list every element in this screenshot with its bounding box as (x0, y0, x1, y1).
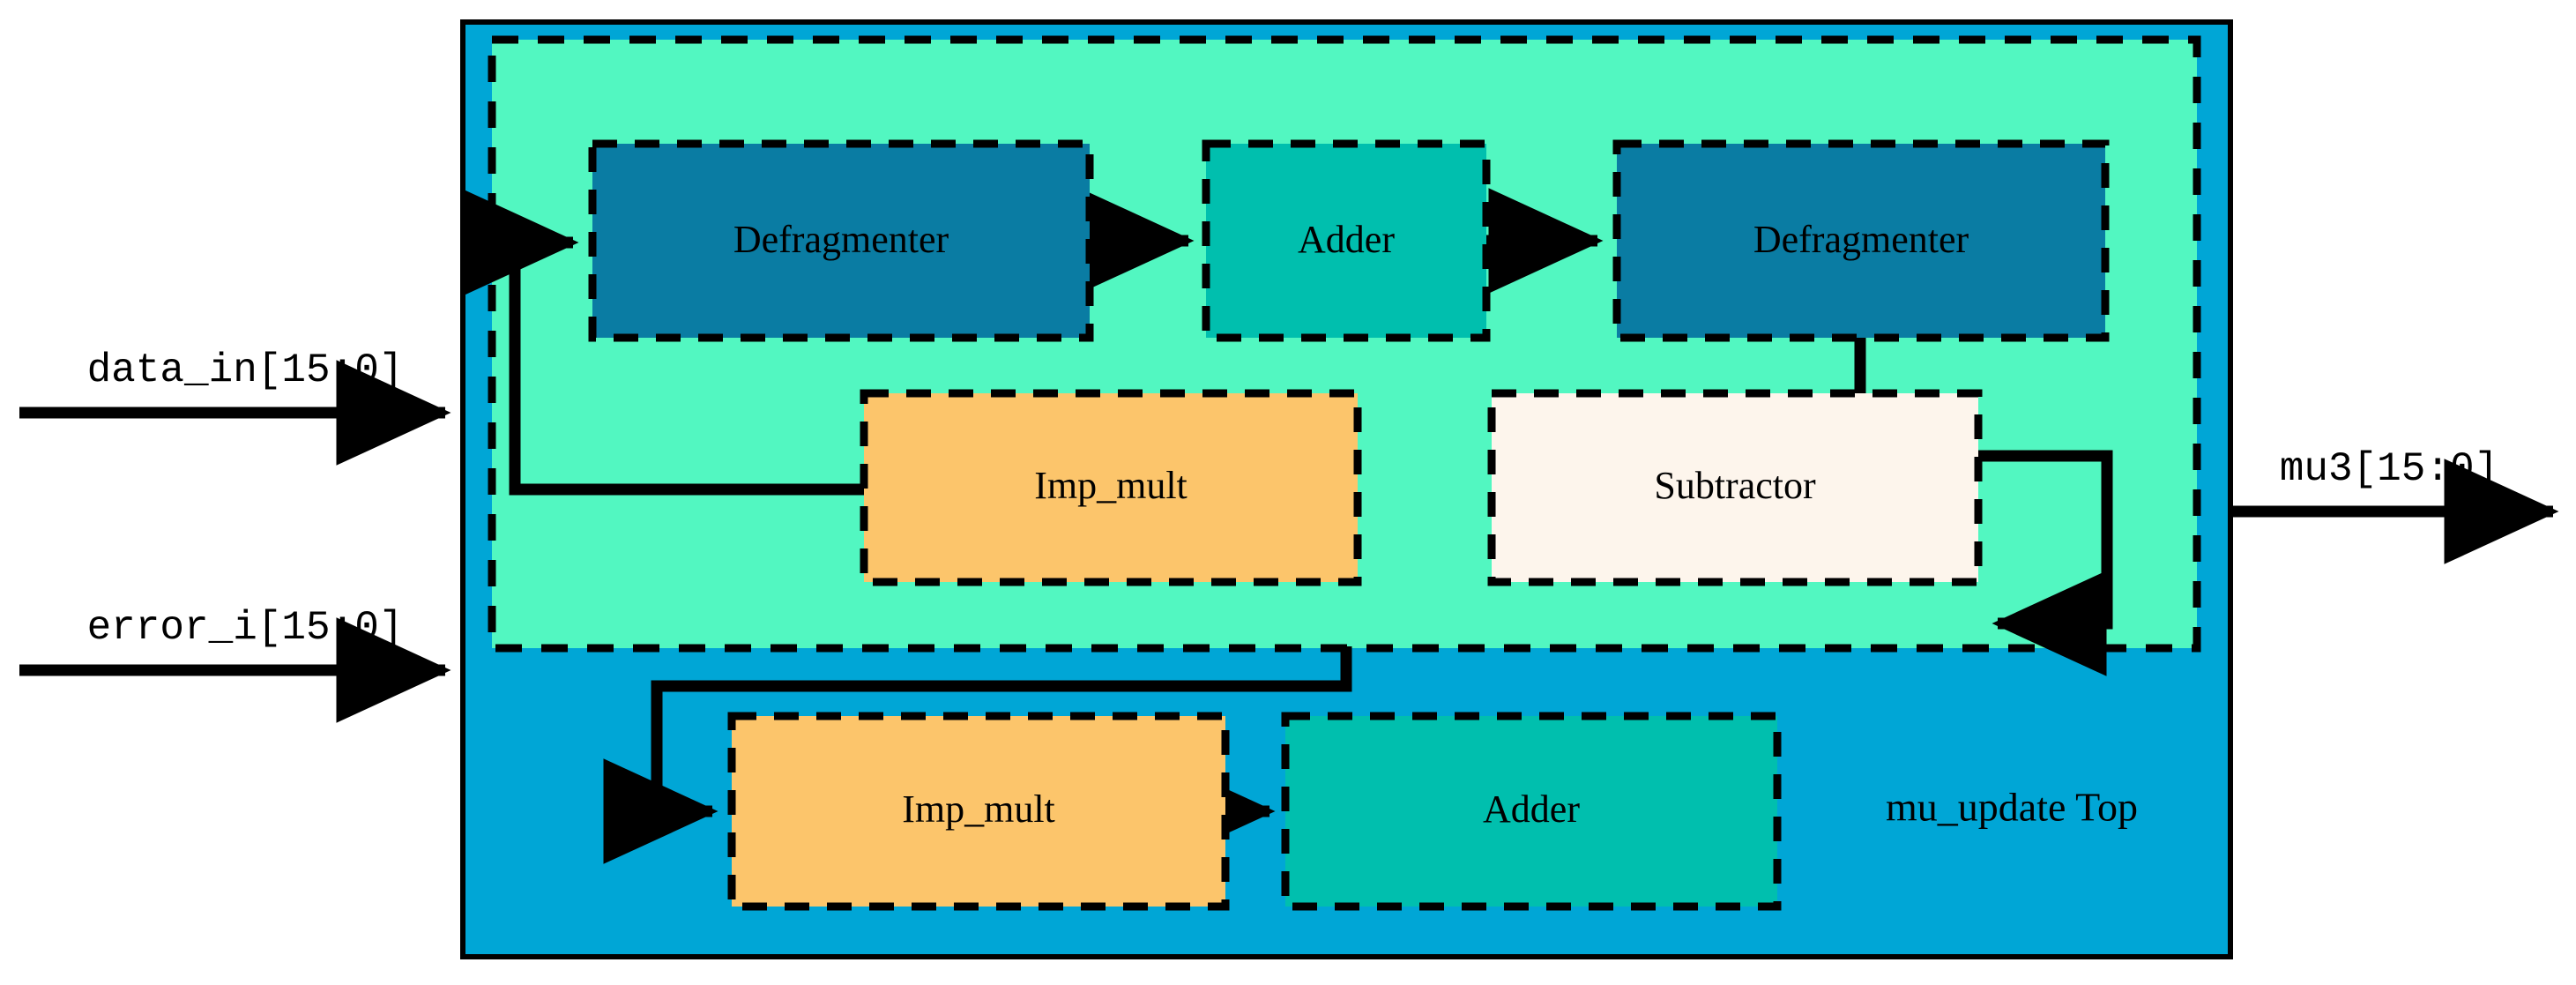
outer-module-label: mu_update Top (1886, 785, 2138, 830)
block-subtractor-label: Subtractor (1654, 464, 1816, 507)
block-imp-mult-1-label: Imp_mult (1034, 464, 1187, 507)
block-adder-1-rect[interactable] (1202, 139, 1491, 342)
block-defragmenter-2-rect[interactable] (1612, 139, 2110, 342)
block-defragmenter-1[interactable]: Defragmenter (588, 139, 1094, 342)
mu3-out-port-label: mu3[15:0] (2280, 446, 2498, 492)
block-imp-mult-2-rect[interactable] (727, 712, 1230, 911)
block-defragmenter-2[interactable]: Defragmenter (1612, 139, 2110, 342)
wire-tap-to-impmult2 (603, 646, 1352, 864)
block-imp-mult-1[interactable]: Imp_mult (860, 389, 1362, 586)
block-adder-2[interactable]: Adder (1281, 712, 1782, 911)
block-imp-mult-1-rect[interactable] (860, 389, 1362, 586)
block-adder-2-rect[interactable] (1281, 712, 1782, 911)
block-adder-1[interactable]: Adder (1202, 139, 1491, 342)
block-imp-mult-2-label: Imp_mult (902, 787, 1055, 831)
block-imp-mult-2[interactable]: Imp_mult (727, 712, 1230, 911)
data-in-port-label: data_in[15:0] (87, 347, 404, 393)
wire-impmult1-to-defrag1 (464, 190, 864, 496)
block-subtractor[interactable]: Subtractor (1487, 389, 1983, 586)
block-adder-1-label: Adder (1298, 218, 1395, 261)
block-adder-2-label: Adder (1483, 787, 1580, 831)
block-defragmenter-1-rect[interactable] (588, 139, 1094, 342)
block-defragmenter-1-label: Defragmenter (733, 218, 949, 261)
error-i-port-label: error_i[15:0] (87, 605, 404, 651)
block-defragmenter-2-label: Defragmenter (1753, 218, 1969, 261)
block-subtractor-rect[interactable] (1487, 389, 1983, 586)
